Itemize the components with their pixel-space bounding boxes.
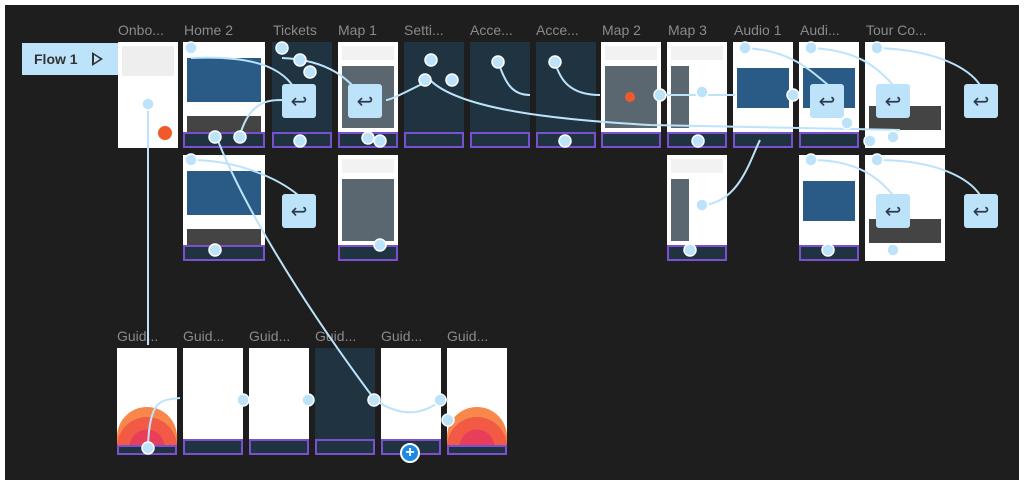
frame-label-guide-2[interactable]: Guid... — [183, 328, 225, 344]
frame-guide-2[interactable] — [183, 348, 243, 455]
frame-audio-1[interactable] — [733, 42, 793, 148]
frame-guide-3[interactable] — [249, 348, 309, 455]
back-action-home-2-variant[interactable]: ↩ — [282, 194, 316, 228]
back-action-standalone[interactable]: ↩ — [964, 84, 998, 118]
connector — [810, 47, 894, 86]
connector — [876, 159, 981, 196]
back-action-tour-complete[interactable]: ↩ — [876, 84, 910, 118]
frame-accessibility-1[interactable] — [470, 42, 530, 148]
frame-label-map-3[interactable]: Map 3 — [668, 22, 707, 38]
reply-arrow-icon: ↩ — [356, 90, 374, 113]
reply-arrow-icon: ↩ — [290, 200, 308, 223]
frame-label-audio-2[interactable]: Audi... — [800, 22, 840, 38]
frame-label-tickets[interactable]: Tickets — [273, 22, 317, 38]
connector — [497, 61, 531, 96]
back-action-tour-variant[interactable]: ↩ — [876, 194, 910, 228]
connector — [239, 99, 284, 136]
frame-label-guide-5[interactable]: Guid... — [381, 328, 423, 344]
connector — [190, 159, 299, 196]
back-action-map-1[interactable]: ↩ — [348, 84, 382, 118]
connector — [810, 159, 894, 196]
frame-label-audio-1[interactable]: Audio 1 — [734, 22, 782, 38]
reply-arrow-icon: ↩ — [290, 90, 308, 113]
frame-label-map-2[interactable]: Map 2 — [602, 22, 641, 38]
frame-label-map-1[interactable]: Map 1 — [338, 22, 377, 38]
play-icon — [91, 52, 103, 66]
reply-arrow-icon: ↩ — [972, 90, 990, 113]
frame-label-settings[interactable]: Setti... — [404, 22, 444, 38]
frame-accessibility-2[interactable] — [536, 42, 596, 148]
flow-start-button[interactable]: Flow 1 — [22, 43, 118, 75]
connector — [214, 132, 449, 414]
back-action-tickets[interactable]: ↩ — [282, 84, 316, 118]
connection-nodes — [141, 41, 900, 455]
back-action-audio-2[interactable]: ↩ — [810, 84, 844, 118]
reply-arrow-icon: ↩ — [884, 90, 902, 113]
frame-guide-5[interactable] — [381, 348, 441, 455]
frame-label-guide-3[interactable]: Guid... — [249, 328, 291, 344]
flow-label: Flow 1 — [34, 51, 78, 67]
reply-arrow-icon: ↩ — [818, 90, 836, 113]
frame-map-2[interactable] — [601, 42, 661, 148]
connector — [744, 47, 829, 86]
connector — [876, 47, 981, 86]
connector — [554, 61, 601, 96]
frame-guide-4[interactable] — [315, 348, 375, 455]
connector — [429, 79, 901, 131]
frame-guide-6[interactable] — [447, 348, 507, 455]
frame-label-home-2[interactable]: Home 2 — [184, 22, 234, 38]
frame-label-accessibility-1[interactable]: Acce... — [470, 22, 513, 38]
back-action-standalone-2[interactable]: ↩ — [964, 194, 998, 228]
frame-label-tour-complete[interactable]: Tour Co... — [866, 22, 927, 38]
frame-home-2[interactable] — [183, 42, 265, 148]
frame-label-accessibility-2[interactable]: Acce... — [536, 22, 579, 38]
connector — [147, 397, 181, 446]
connector — [704, 139, 761, 206]
frame-label-onboarding[interactable]: Onbo... — [118, 22, 164, 38]
frame-map-1-variant[interactable] — [338, 155, 398, 261]
reply-arrow-icon: ↩ — [884, 200, 902, 223]
plus-circle-icon[interactable]: + — [400, 443, 420, 463]
frame-label-guide-6[interactable]: Guid... — [447, 328, 489, 344]
reply-arrow-icon: ↩ — [972, 200, 990, 223]
